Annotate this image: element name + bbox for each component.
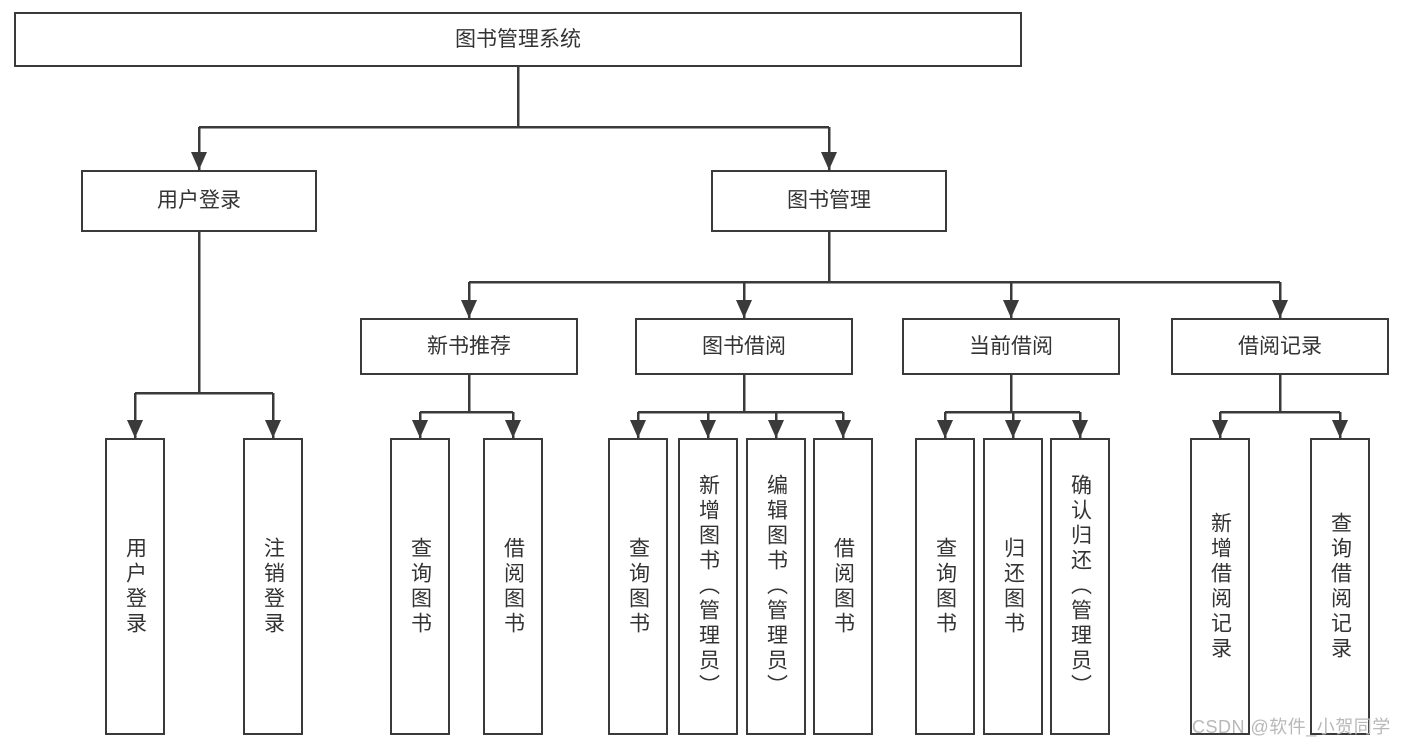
node-leaf-user-login[interactable]: 用户登录 [105, 438, 165, 735]
arrowhead-icon [505, 420, 521, 438]
node-label: 注销登录 [261, 536, 285, 637]
node-label: 新增借阅记录 [1208, 511, 1232, 662]
arrowhead-icon [1072, 420, 1088, 438]
node-label: 借阅图书 [501, 536, 525, 637]
node-label: 当前借阅 [969, 334, 1053, 358]
arrowhead-icon [1005, 420, 1021, 438]
node-label: 新书推荐 [427, 334, 511, 358]
node-leaf-confirm-return[interactable]: 确认归还（管理员） [1050, 438, 1110, 735]
node-label: 图书管理系统 [455, 27, 581, 51]
node-label: 查询图书 [933, 536, 957, 637]
node-leaf-add-book[interactable]: 新增图书（管理员） [678, 438, 738, 735]
node-leaf-query-record[interactable]: 查询借阅记录 [1310, 438, 1370, 735]
node-borrow-record[interactable]: 借阅记录 [1171, 318, 1389, 375]
node-current-borrow[interactable]: 当前借阅 [902, 318, 1120, 375]
arrowhead-icon [1212, 420, 1228, 438]
watermark: CSDN @软件_小贺同学 [1192, 717, 1391, 737]
node-user-login[interactable]: 用户登录 [81, 170, 317, 232]
node-label: 图书借阅 [702, 334, 786, 358]
node-label: 归还图书 [1001, 536, 1025, 637]
node-leaf-borrow-book[interactable]: 借阅图书 [813, 438, 873, 735]
arrowhead-icon [937, 420, 953, 438]
arrowhead-icon [127, 420, 143, 438]
node-book-borrow[interactable]: 图书借阅 [635, 318, 853, 375]
arrowhead-icon [768, 420, 784, 438]
arrowhead-icon [265, 420, 281, 438]
node-root[interactable]: 图书管理系统 [14, 12, 1022, 67]
node-label: 用户登录 [123, 536, 147, 637]
node-leaf-edit-book[interactable]: 编辑图书（管理员） [746, 438, 806, 735]
arrowhead-icon [700, 420, 716, 438]
arrowhead-icon [412, 420, 428, 438]
node-label: 查询图书 [626, 536, 650, 637]
node-book-manage[interactable]: 图书管理 [711, 170, 947, 232]
node-new-book-rec[interactable]: 新书推荐 [360, 318, 578, 375]
node-leaf-query-book-current[interactable]: 查询图书 [915, 438, 975, 735]
node-label: 图书管理 [787, 189, 871, 213]
node-leaf-query-book-borrow[interactable]: 查询图书 [608, 438, 668, 735]
node-label: 借阅记录 [1238, 334, 1322, 358]
arrowhead-icon [1003, 300, 1019, 318]
arrowhead-icon [835, 420, 851, 438]
node-label: 查询图书 [408, 536, 432, 637]
arrowhead-icon [821, 152, 837, 170]
node-label: 新增图书（管理员） [696, 474, 720, 699]
arrowhead-icon [1332, 420, 1348, 438]
node-leaf-add-record[interactable]: 新增借阅记录 [1190, 438, 1250, 735]
node-label: 确认归还（管理员） [1068, 474, 1092, 699]
arrowhead-icon [630, 420, 646, 438]
node-label: 查询借阅记录 [1328, 511, 1352, 662]
arrowhead-icon [1272, 300, 1288, 318]
node-leaf-query-book-rec[interactable]: 查询图书 [390, 438, 450, 735]
arrowhead-icon [461, 300, 477, 318]
node-leaf-logout[interactable]: 注销登录 [243, 438, 303, 735]
node-label: 编辑图书（管理员） [764, 474, 788, 699]
node-leaf-return-book[interactable]: 归还图书 [983, 438, 1043, 735]
arrowhead-icon [191, 152, 207, 170]
arrowhead-icon [736, 300, 752, 318]
node-label: 用户登录 [157, 189, 241, 213]
node-label: 借阅图书 [831, 536, 855, 637]
node-leaf-borrow-book-rec[interactable]: 借阅图书 [483, 438, 543, 735]
